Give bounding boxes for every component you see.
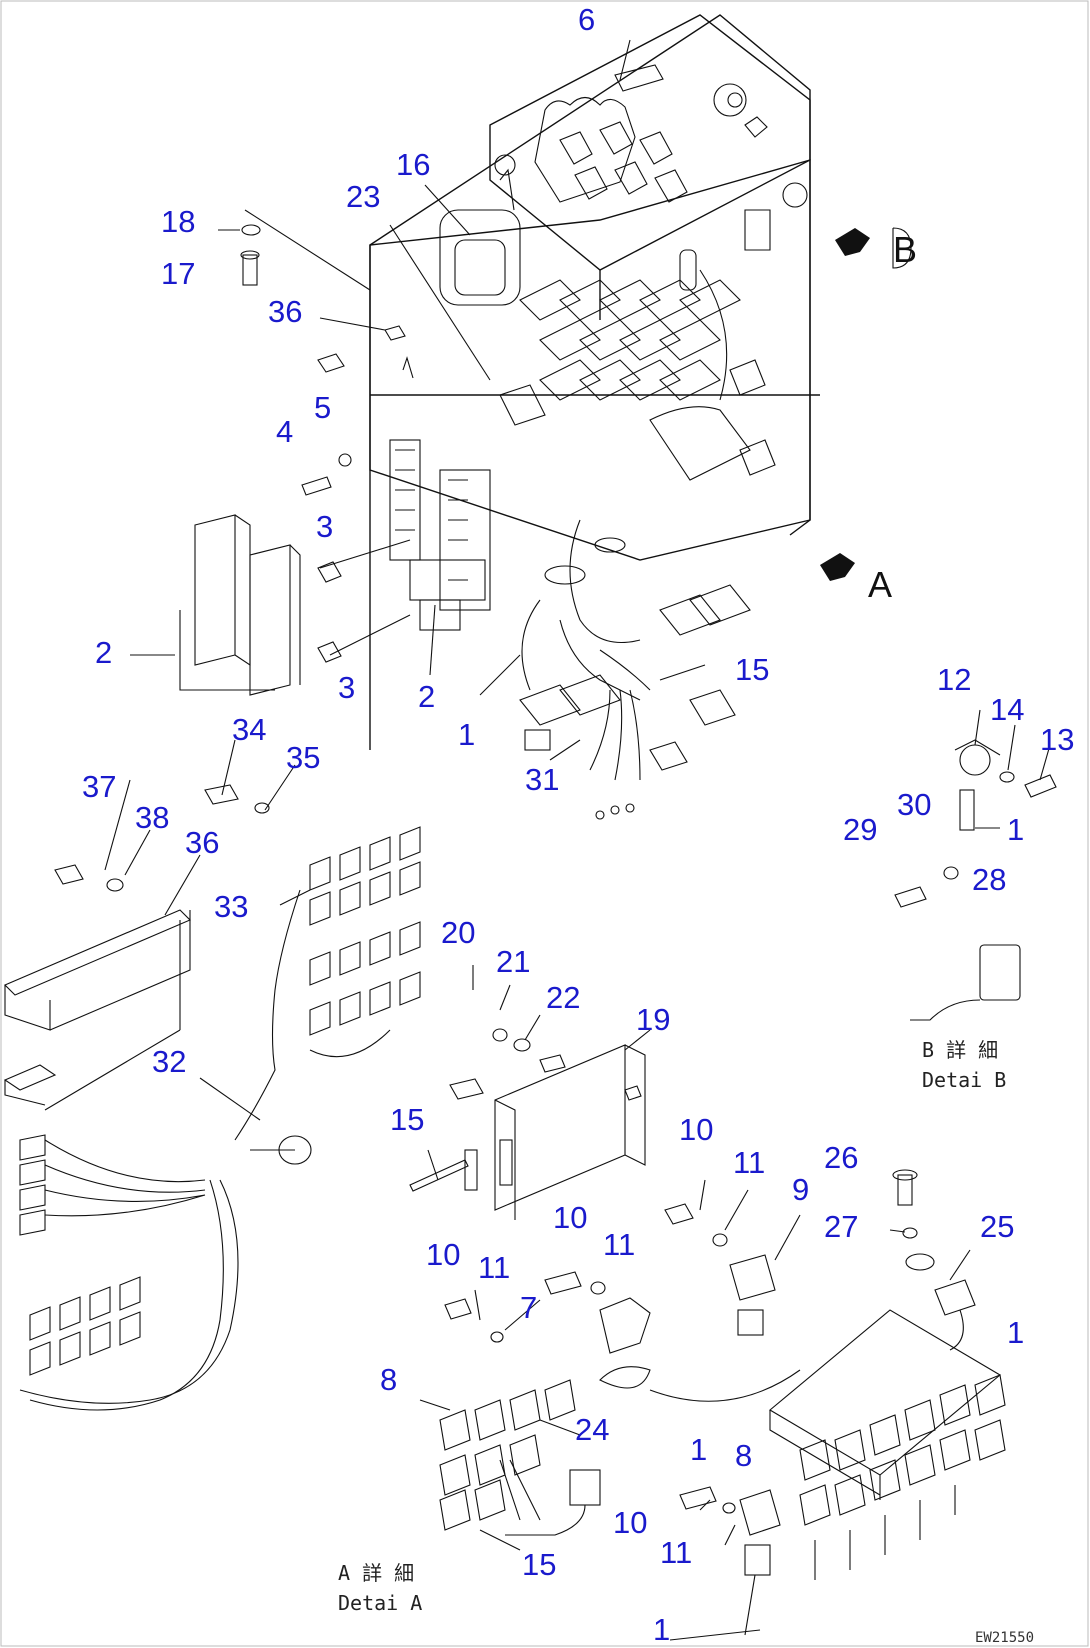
view-marker-b: B [893, 229, 917, 270]
callout: 5 [314, 390, 331, 425]
callout: 18 [161, 204, 195, 239]
callout: 36 [268, 294, 302, 329]
callout: 29 [843, 812, 877, 847]
callout: 30 [897, 787, 931, 822]
callout: 15 [735, 652, 769, 687]
callout: 25 [980, 1209, 1014, 1244]
callout: 27 [824, 1209, 858, 1244]
callout: 15 [522, 1547, 556, 1582]
callout: 32 [152, 1044, 186, 1079]
callout: 10 [613, 1505, 647, 1540]
callout: 11 [660, 1535, 692, 1570]
callout: 35 [286, 740, 320, 775]
drawing-code: EW21550 [975, 1630, 1034, 1646]
callout: 10 [679, 1112, 713, 1147]
callout: 21 [496, 944, 530, 979]
callout: 8 [735, 1438, 752, 1473]
callout: 10 [426, 1237, 460, 1272]
callout: 12 [937, 662, 971, 697]
callout: 3 [316, 509, 333, 544]
callout: 17 [161, 256, 195, 291]
callout-layer: 6 16 23 18 17 36 5 4 3 3 2 2 1 15 31 12 … [82, 2, 1074, 1647]
callout: 38 [135, 800, 169, 835]
callout: 33 [214, 889, 248, 924]
callout: 8 [380, 1362, 397, 1397]
callout: 13 [1040, 722, 1074, 757]
callout: 37 [82, 769, 116, 804]
callout: 34 [232, 712, 266, 747]
callout: 31 [525, 762, 559, 797]
detail-a-caption-jp: A 詳 細 [338, 1561, 414, 1585]
callout: 16 [396, 147, 430, 182]
callout: 6 [578, 2, 595, 37]
callout: 11 [478, 1250, 510, 1285]
callout: 20 [441, 915, 475, 950]
detail-b-caption-jp: B 詳 細 [922, 1038, 998, 1062]
callout: 11 [733, 1145, 765, 1180]
callout: 1 [1007, 812, 1024, 847]
callout: 3 [338, 670, 355, 705]
callout: 36 [185, 825, 219, 860]
callout: 1 [1007, 1315, 1024, 1350]
callout: 19 [636, 1002, 670, 1037]
callout: 9 [792, 1172, 809, 1207]
callout: 28 [972, 862, 1006, 897]
detail-b-caption-en: Detai B [922, 1068, 1006, 1092]
callout: 1 [653, 1612, 670, 1647]
callout: 10 [553, 1200, 587, 1235]
callout: 11 [603, 1227, 635, 1262]
callout: 14 [990, 692, 1024, 727]
callout: 26 [824, 1140, 858, 1175]
view-marker-a: A [868, 564, 892, 605]
callout: 2 [418, 679, 435, 714]
callout: 15 [390, 1102, 424, 1137]
main-electrical-box-assembly [130, 14, 912, 820]
callout: 23 [346, 179, 380, 214]
detail-a-caption-en: Detai A [338, 1591, 422, 1615]
controller-group [409, 965, 651, 1220]
detail-b-group [894, 709, 1057, 1021]
callout: 24 [575, 1412, 609, 1447]
left-harness-group [3, 739, 421, 1411]
callout: 7 [520, 1290, 537, 1325]
detail-a-group [419, 1169, 1006, 1641]
callout: 2 [95, 635, 112, 670]
callout: 1 [690, 1432, 707, 1467]
callout: 22 [546, 980, 580, 1015]
callout: 1 [458, 717, 475, 752]
callout: 4 [276, 414, 293, 449]
